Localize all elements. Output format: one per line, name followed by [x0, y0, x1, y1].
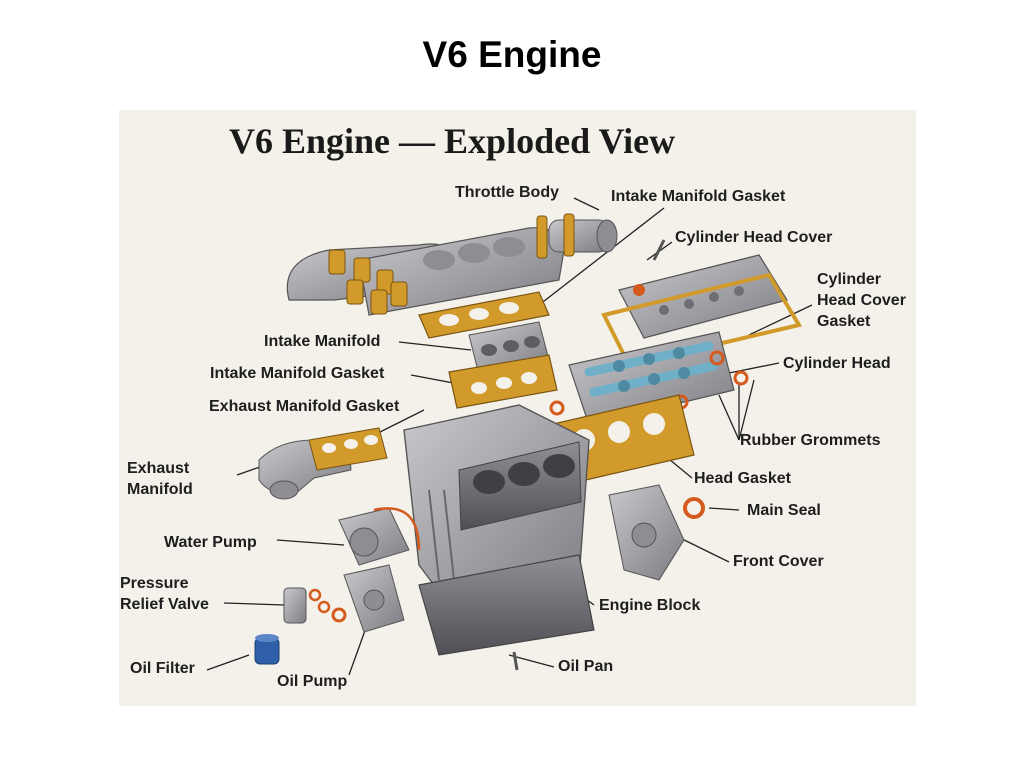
- oil-filter: [254, 634, 280, 665]
- slide-title: V6 Engine: [422, 34, 602, 75]
- label-pressure-relief-valve: Pressure Relief Valve: [120, 575, 209, 613]
- label-exhaust-manifold-gasket: Exhaust Manifold Gasket: [209, 398, 400, 415]
- label-cylinder-head: Cylinder Head: [783, 355, 891, 372]
- label-engine-block: Engine Block: [599, 597, 701, 614]
- cylinder-head: [568, 331, 735, 426]
- cylinder-head-cover: [618, 239, 788, 339]
- label-front-cover: Front Cover: [733, 553, 824, 570]
- front-cover: [608, 484, 685, 581]
- label-exhaust-manifold: Exhaust Manifold: [127, 460, 193, 498]
- label-cylinder-head-cover: Cylinder Head Cover: [675, 229, 833, 246]
- diagram-title: V6 Engine — Exploded View: [229, 121, 676, 161]
- main-seal: [683, 497, 705, 519]
- label-oil-pan: Oil Pan: [558, 658, 614, 675]
- oil-pump: [343, 564, 405, 633]
- label-oil-pump: Oil Pump: [277, 673, 348, 690]
- engine-illustration: [206, 197, 813, 676]
- label-throttle-body: Throttle Body: [455, 184, 559, 201]
- water-pump: [338, 507, 421, 566]
- label-head-gasket: Head Gasket: [694, 470, 791, 487]
- label-water-pump: Water Pump: [164, 534, 257, 551]
- label-oil-filter: Oil Filter: [130, 660, 195, 677]
- pressure-relief-valve: [283, 587, 347, 624]
- oil-pan: [418, 554, 595, 656]
- engine-block: [403, 404, 590, 606]
- label-intake-manifold: Intake Manifold: [264, 333, 381, 350]
- cylinder-head-cover-gasket: [601, 272, 803, 368]
- label-main-seal: Main Seal: [747, 502, 821, 519]
- engine-diagram: V6 Engine — Exploded View Throttle Body …: [119, 110, 916, 706]
- throttle-body: [536, 213, 618, 259]
- label-rubber-grommets: Rubber Grommets: [740, 432, 881, 449]
- exhaust-manifold-gasket: [308, 427, 388, 471]
- label-intake-manifold-gasket: Intake Manifold Gasket: [210, 365, 385, 382]
- plenum-gaskets: [328, 249, 408, 315]
- label-intake-manifold-gasket-top: Intake Manifold Gasket: [611, 188, 786, 205]
- label-cylinder-head-cover-gasket: Cylinder Head Cover Gasket: [817, 271, 906, 330]
